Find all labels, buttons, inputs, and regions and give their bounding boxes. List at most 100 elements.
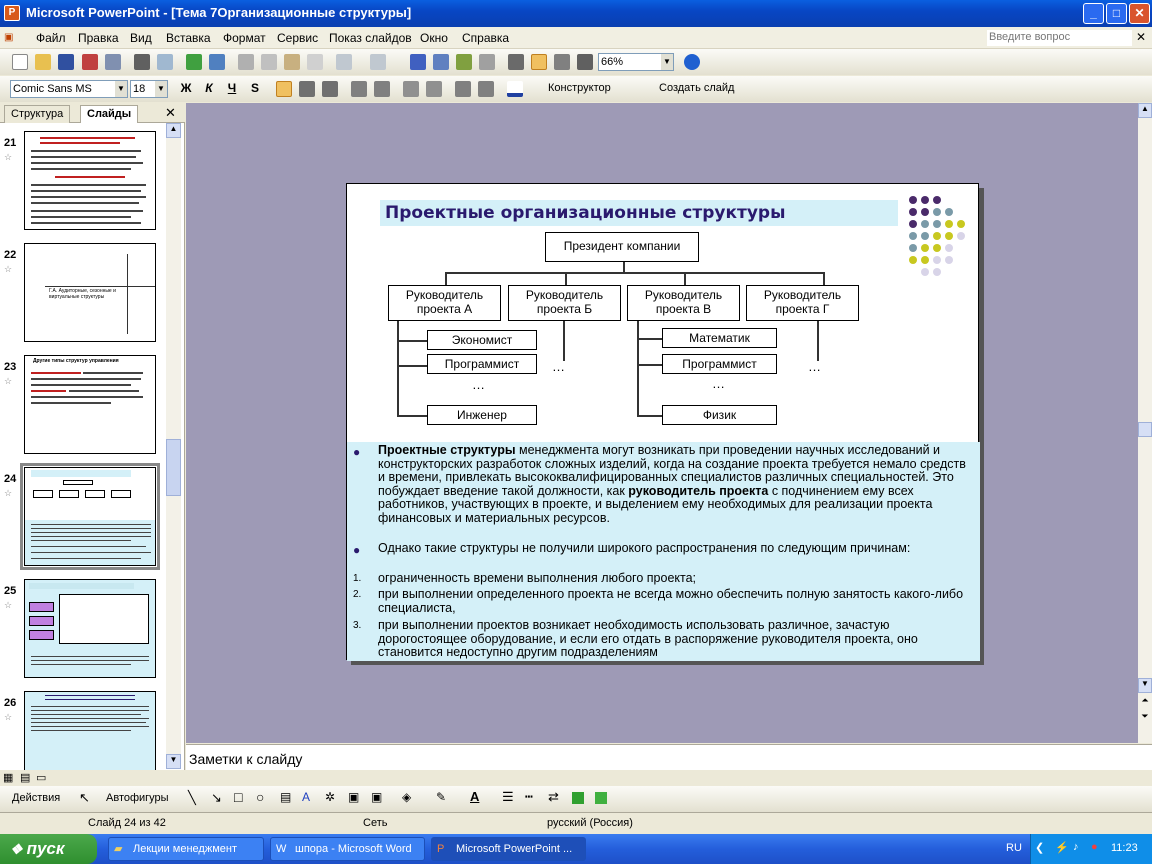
color-grayscale-icon[interactable]: [577, 54, 593, 70]
expand-all-icon[interactable]: [508, 54, 524, 70]
copy-icon[interactable]: [261, 54, 277, 70]
3d-style-icon[interactable]: [595, 792, 607, 804]
save-icon[interactable]: [58, 54, 74, 70]
slides-pane-scrollbar[interactable]: ▲ ▼: [166, 123, 181, 769]
line-color-icon[interactable]: ✎: [436, 790, 447, 804]
dash-style-icon[interactable]: ┅: [525, 789, 533, 804]
line-style-icon[interactable]: ☰: [502, 789, 514, 804]
ask-question-input[interactable]: Введите вопрос: [987, 30, 1132, 46]
scroll-down-icon[interactable]: ▼: [1138, 678, 1152, 693]
minimize-button[interactable]: _: [1083, 3, 1104, 24]
rectangle-icon[interactable]: □: [234, 789, 243, 805]
arrow-icon[interactable]: ↘: [211, 790, 222, 805]
thumbnail-slide-21[interactable]: [24, 131, 156, 230]
close-pane-icon[interactable]: ✕: [165, 105, 176, 120]
menu-tools[interactable]: Сервис: [277, 31, 319, 45]
numbering-icon[interactable]: [351, 81, 367, 97]
diagram-icon[interactable]: ✲: [325, 790, 336, 804]
decrease-indent-icon[interactable]: [455, 81, 471, 97]
slide-text-box[interactable]: ● Проектные структуры менеджмента могут …: [347, 442, 980, 661]
increase-font-icon[interactable]: [403, 81, 419, 97]
menu-help[interactable]: Справка: [462, 31, 510, 45]
align-right-icon[interactable]: [322, 81, 338, 97]
menu-window[interactable]: Окно: [420, 31, 448, 45]
decrease-font-icon[interactable]: [426, 81, 442, 97]
insert-picture-icon[interactable]: [479, 54, 495, 70]
show-formatting-icon[interactable]: [531, 54, 547, 70]
oval-icon[interactable]: ○: [256, 789, 265, 805]
powerpoint-app-icon[interactable]: P: [4, 5, 20, 21]
font-color-icon[interactable]: A: [470, 789, 480, 804]
shadow-button[interactable]: S: [250, 81, 259, 95]
menu-slideshow[interactable]: Показ слайдов: [329, 31, 412, 45]
actions-button[interactable]: Действия: [12, 792, 61, 804]
textbox-icon[interactable]: ▤: [280, 790, 292, 804]
format-painter-icon[interactable]: [307, 54, 323, 70]
wordart-icon[interactable]: A: [302, 790, 311, 804]
insert-chart-icon[interactable]: [410, 54, 426, 70]
insert-diagram-icon[interactable]: [456, 54, 472, 70]
next-slide-icon[interactable]: ⏷: [1141, 711, 1149, 721]
thumbnail-slide-24[interactable]: [20, 463, 160, 570]
current-slide[interactable]: Проектные организационные структуры През…: [346, 183, 980, 661]
language-indicator[interactable]: RU: [1006, 842, 1022, 854]
tray-expand-icon[interactable]: ❮: [1035, 842, 1045, 854]
menu-edit[interactable]: Правка: [78, 31, 119, 45]
align-center-icon[interactable]: [299, 81, 315, 97]
menu-insert[interactable]: Вставка: [166, 31, 211, 45]
research-icon[interactable]: [209, 54, 225, 70]
fill-color-icon[interactable]: ◈: [402, 790, 412, 804]
paste-icon[interactable]: [284, 54, 300, 70]
tab-outline[interactable]: Структура: [4, 105, 71, 123]
undo-icon[interactable]: [336, 54, 352, 70]
font-select[interactable]: Comic Sans MS▼: [10, 80, 128, 98]
open-icon[interactable]: [35, 54, 51, 70]
maximize-button[interactable]: □: [1106, 3, 1127, 24]
scroll-up-icon[interactable]: ▲: [166, 123, 181, 138]
arrow-style-icon[interactable]: ⇄: [548, 789, 559, 804]
tab-slides[interactable]: Слайды: [80, 105, 139, 123]
permission-icon[interactable]: [82, 54, 98, 70]
print-icon[interactable]: [134, 54, 150, 70]
previous-slide-icon[interactable]: ⏶: [1141, 695, 1149, 705]
menu-format[interactable]: Формат: [223, 31, 266, 45]
grid-icon[interactable]: [554, 54, 570, 70]
underline-button[interactable]: Ч: [227, 81, 237, 95]
menu-file[interactable]: Файл: [36, 31, 66, 45]
line-icon[interactable]: ╲: [188, 790, 196, 805]
designer-button[interactable]: Конструктор: [548, 82, 611, 94]
slideshow-icon[interactable]: ▭: [36, 772, 47, 784]
insert-table-icon[interactable]: [433, 54, 449, 70]
font-size-select[interactable]: 18▼: [130, 80, 168, 98]
task-folder[interactable]: ▰Лекции менеджмент: [108, 837, 264, 861]
autoshapes-button[interactable]: Автофигуры: [106, 792, 169, 804]
italic-button[interactable]: К: [205, 81, 213, 95]
slide-scrollbar[interactable]: ▲ ▼ ⏶ ⏷: [1138, 103, 1152, 743]
font-color-icon[interactable]: [507, 81, 523, 97]
menu-view[interactable]: Вид: [130, 31, 152, 45]
security-icon[interactable]: ●: [1091, 841, 1098, 853]
document-menu-icon[interactable]: ▣: [4, 32, 14, 43]
network-icon[interactable]: ⚡: [1055, 842, 1069, 854]
thumbnail-slide-25[interactable]: [24, 579, 156, 678]
thumbnail-slide-23[interactable]: Другие типы структур управления: [24, 355, 156, 454]
scroll-up-icon[interactable]: ▲: [1138, 103, 1152, 118]
new-slide-button[interactable]: Создать слайд: [659, 82, 735, 94]
clipart-icon[interactable]: ▣: [348, 790, 360, 804]
increase-indent-icon[interactable]: [478, 81, 494, 97]
scroll-down-icon[interactable]: ▼: [166, 754, 181, 769]
slide-sorter-icon[interactable]: ▤: [20, 772, 31, 784]
help-icon[interactable]: [684, 54, 700, 70]
zoom-select[interactable]: 66%▼: [598, 53, 674, 71]
picture-icon[interactable]: ▣: [371, 790, 383, 804]
shadow-style-icon[interactable]: [572, 792, 584, 804]
bold-button[interactable]: Ж: [180, 81, 192, 95]
close-document-icon[interactable]: ✕: [1136, 30, 1147, 44]
scroll-thumb[interactable]: [166, 439, 181, 496]
start-button[interactable]: ❖пуск: [0, 834, 97, 864]
slide-title[interactable]: Проектные организационные структуры: [380, 200, 898, 226]
spelling-icon[interactable]: [186, 54, 202, 70]
cut-icon[interactable]: [238, 54, 254, 70]
